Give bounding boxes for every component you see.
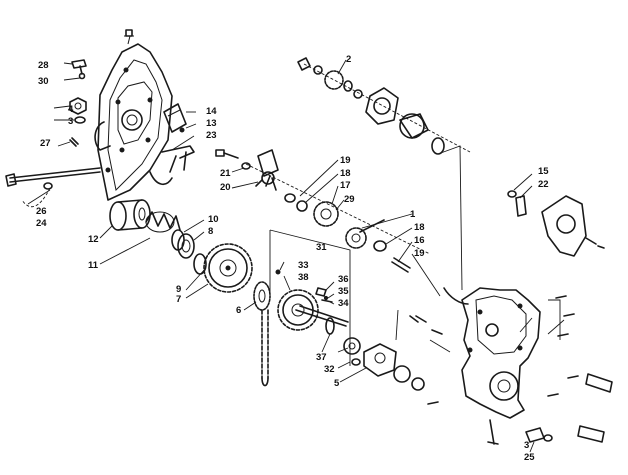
callout-15: 15 [538,166,549,177]
callout-17: 17 [340,180,351,191]
callout-12: 12 [88,234,99,245]
connector-lines [429,299,565,353]
callout-16: 16 [414,235,425,246]
bracket-14 [163,103,197,133]
washer-37-32 [321,317,361,369]
chaincase-cover [94,29,173,201]
shift-rod [577,373,613,443]
chain [261,309,269,387]
sprocket-7 [185,243,253,299]
sprocket-1 [345,213,441,297]
callout-34: 34 [338,298,349,309]
callout-38: 38 [298,272,309,283]
rod-26 [5,137,101,208]
gear-housing [443,287,541,419]
housing-bolts [409,295,579,405]
callout-18a: 18 [340,168,351,179]
callout-32: 32 [324,364,335,375]
callout-8: 8 [208,226,213,237]
callout-36: 36 [338,274,349,285]
callout-28: 28 [38,60,49,71]
callout-3b: 3 [524,440,529,451]
sprocket-6 [243,281,271,311]
callout-21: 21 [220,168,231,179]
callout-2: 2 [346,54,351,65]
bearing-8-10 [171,219,205,259]
bottom-bolts-3-25 [487,419,553,453]
callout-29: 29 [344,194,355,205]
callout-19b: 19 [414,248,425,259]
shaft-washers-18-19-17 [245,159,431,255]
bracket-15-22 [507,173,605,257]
callout-5: 5 [334,378,340,389]
nut-washer-left [53,97,87,124]
callout-7: 7 [176,294,181,305]
callout-26: 26 [36,206,47,217]
callout-20: 20 [220,182,231,193]
top-shaft-2 [297,57,471,153]
callout-14: 14 [206,106,217,117]
flange-housing [365,87,463,291]
callout-11: 11 [88,260,99,271]
callout-24: 24 [36,218,47,229]
callout-9: 9 [176,284,181,295]
callout-30: 30 [38,76,49,87]
callout-27: 27 [40,138,51,149]
frame-31 [269,229,351,366]
spring-11 [99,211,181,265]
sprocket-38 [275,261,349,331]
callout-25: 25 [524,452,535,463]
callout-18b: 18 [414,222,425,233]
callout-33: 33 [298,260,309,271]
callout-23: 23 [206,130,217,141]
bolts-34-36 [315,281,335,305]
callout-10: 10 [208,214,219,225]
bearing-flange-5 [339,309,425,391]
callout-31: 31 [316,242,327,253]
callout-1: 1 [410,209,416,220]
spring-clip-23 [149,135,195,185]
callout-6: 6 [236,305,241,316]
callout-13: 13 [206,118,217,129]
dipstick-plug [63,59,87,81]
callout-22: 22 [538,179,549,190]
callout-4: 4 [68,104,74,115]
callout-37: 37 [316,352,327,363]
callout-35: 35 [338,286,349,297]
bearing-12 [99,199,151,239]
callout-19a: 19 [340,155,351,166]
callout-3a: 3 [68,116,73,127]
